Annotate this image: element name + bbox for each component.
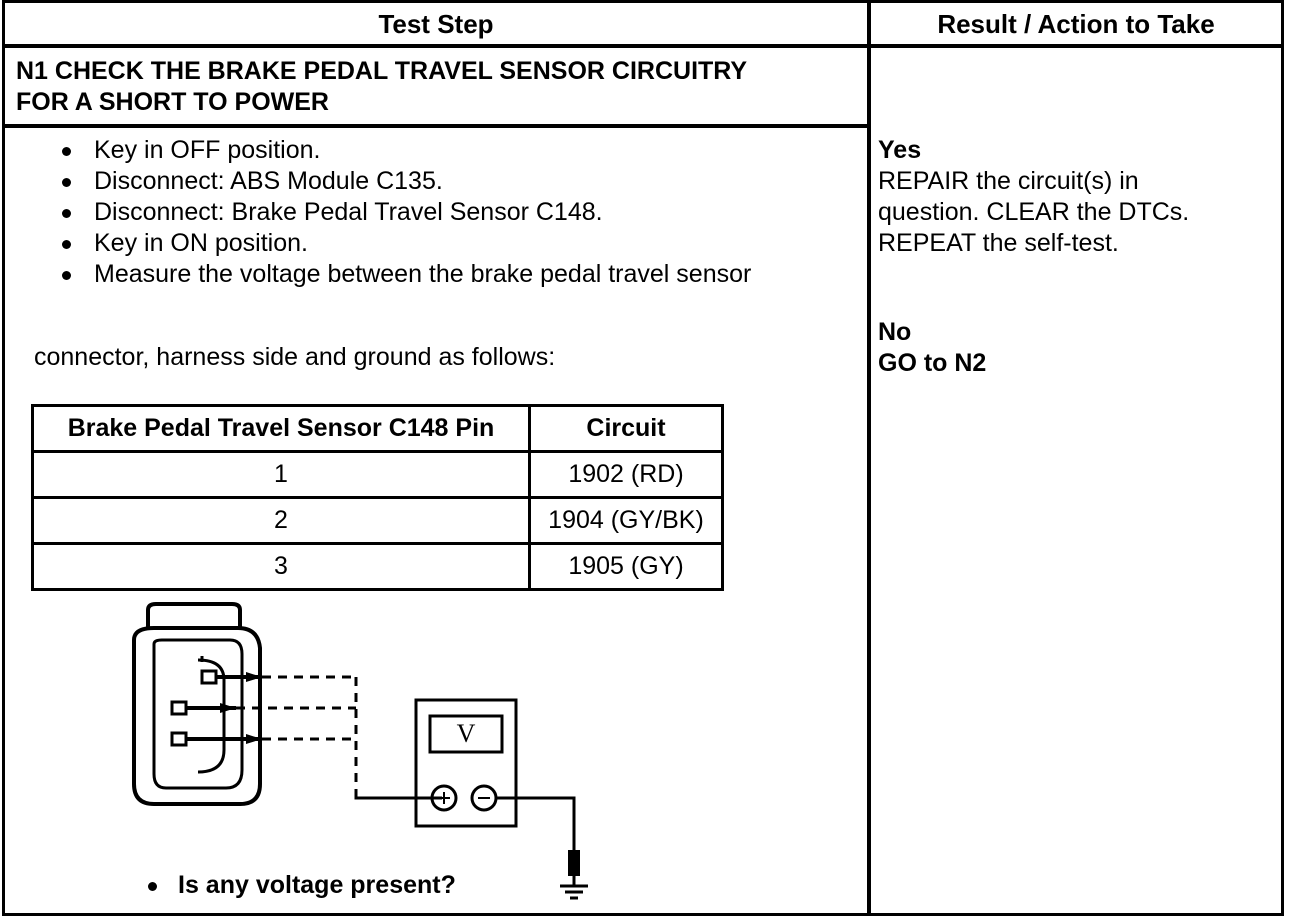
- voltmeter-display: V: [457, 719, 476, 748]
- connector-terminals: [170, 669, 218, 747]
- table-cell-circuit: 1905 (GY): [528, 542, 724, 591]
- voltmeter: [414, 698, 518, 828]
- instruction-item: Key in ON position.: [58, 228, 751, 259]
- ground-lead: [496, 796, 576, 850]
- table-header-pin: Brake Pedal Travel Sensor C148 Pin: [31, 404, 531, 453]
- ground-clip: [568, 850, 580, 876]
- instruction-list: Key in OFF position. Disconnect: ABS Mod…: [58, 135, 751, 290]
- connector-voltmeter-diagram: V: [132, 602, 588, 900]
- table-cell-pin: 3: [31, 542, 531, 591]
- step-title-line: N1 CHECK THE BRAKE PEDAL TRAVEL SENSOR C…: [16, 57, 748, 85]
- table-row: 3 1905 (GY): [31, 542, 724, 591]
- instruction-item: Key in OFF position.: [58, 135, 751, 166]
- instruction-item: Measure the voltage between the brake pe…: [58, 259, 751, 290]
- table-header-row: Brake Pedal Travel Sensor C148 Pin Circu…: [31, 404, 724, 453]
- result-yes-line: question. CLEAR the DTCs.: [878, 198, 1190, 226]
- table-header-circuit: Circuit: [528, 404, 724, 453]
- column-divider: [867, 0, 871, 916]
- table-cell-pin: 2: [31, 496, 531, 545]
- instruction-item: Disconnect: Brake Pedal Travel Sensor C1…: [58, 197, 751, 228]
- header-result-action: Result / Action to Take: [937, 9, 1215, 39]
- header-test-step: Test Step: [378, 9, 494, 39]
- instruction-continuation: connector, harness side and ground as fo…: [34, 343, 556, 371]
- question-text: Is any voltage present?: [148, 870, 456, 901]
- table-cell-circuit: 1902 (RD): [528, 450, 724, 499]
- header-divider: [2, 44, 1284, 48]
- positive-lead: [354, 796, 442, 800]
- result-yes-heading: Yes: [878, 136, 922, 164]
- table-row: 2 1904 (GY/BK): [31, 496, 724, 545]
- result-no-heading: No: [878, 318, 912, 346]
- sensor-connector: [132, 602, 262, 806]
- result-no: No GO to N2: [878, 317, 986, 379]
- step-title: N1 CHECK THE BRAKE PEDAL TRAVEL SENSOR C…: [16, 56, 856, 118]
- instruction-item: Disconnect: ABS Module C135.: [58, 166, 751, 197]
- step-title-divider: [2, 124, 869, 128]
- table-row: 1 1902 (RD): [31, 450, 724, 499]
- result-yes-line: REPAIR the circuit(s) in: [878, 167, 1139, 195]
- result-yes: Yes REPAIR the circuit(s) in question. C…: [878, 135, 1189, 259]
- result-yes-line: REPEAT the self-test.: [878, 229, 1119, 257]
- result-no-text: GO to N2: [878, 349, 987, 377]
- dashed-wires: [236, 675, 358, 796]
- ground-icon: [560, 876, 588, 900]
- pin-circuit-table: Brake Pedal Travel Sensor C148 Pin Circu…: [31, 404, 724, 591]
- procedure-table: [2, 0, 1284, 916]
- table-cell-pin: 1: [31, 450, 531, 499]
- table-cell-circuit: 1904 (GY/BK): [528, 496, 724, 545]
- step-title-line: FOR A SHORT TO POWER: [16, 88, 329, 116]
- probe-tips: [220, 672, 262, 744]
